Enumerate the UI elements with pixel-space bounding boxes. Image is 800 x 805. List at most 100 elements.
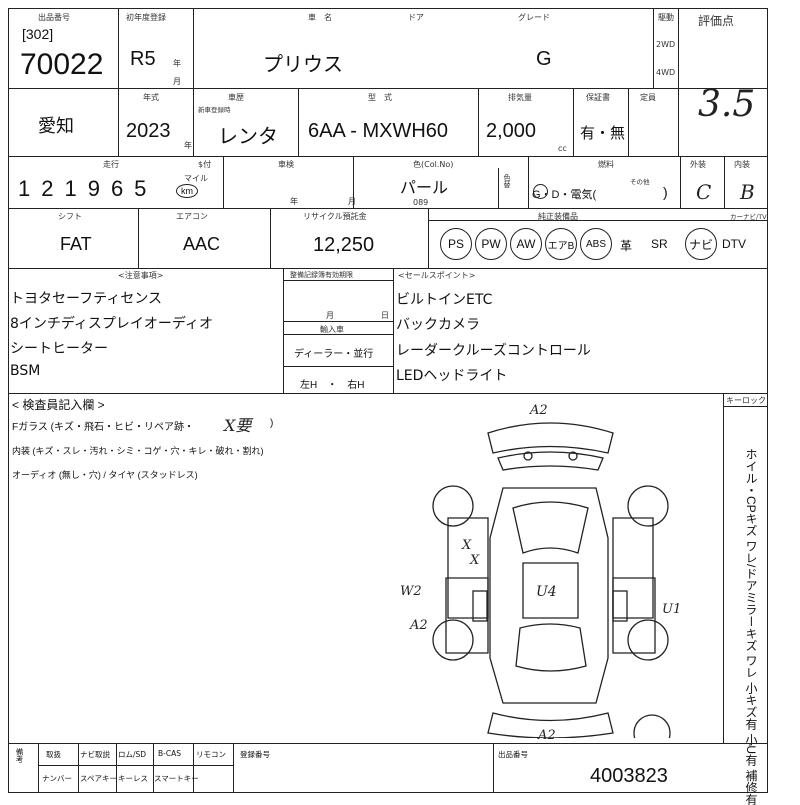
interior-label: 内装 [734, 160, 750, 169]
hood-front [497, 451, 604, 471]
equipment-label: 純正装備品 [538, 212, 578, 221]
smart-key-label: スマートキー [154, 774, 199, 783]
divider [8, 208, 768, 209]
nav-tv-label: カーナビ/TV [730, 213, 767, 221]
list-item: 8インチディスプレイオーディオ [10, 316, 213, 332]
equipment-item: ABS [580, 228, 612, 260]
divider [283, 321, 393, 322]
body-outline [489, 487, 609, 704]
divider [193, 743, 194, 793]
glass-notes: Fガラス (キズ・飛石・ヒビ・リペア跡・ [12, 422, 195, 433]
divider [428, 220, 768, 221]
warranty-label: 保証書 [586, 93, 610, 102]
model-code: 6AA - MXWH60 [308, 120, 449, 142]
divider [38, 765, 233, 766]
fuel-close: ) [663, 184, 668, 200]
divider [573, 88, 574, 156]
left-mirror [472, 590, 488, 622]
displacement-label: 排気量 [508, 93, 532, 102]
drive-label: 駆動 [658, 13, 674, 22]
left-front-door [447, 517, 489, 619]
right-rear-door [612, 577, 656, 654]
reg-number-label: 登録番号 [240, 750, 270, 759]
color-change-label: 色替 [503, 174, 511, 188]
damage-mark-u4: U4 [536, 584, 557, 600]
exterior-label: 外装 [690, 160, 706, 169]
exterior-grade: C [696, 180, 712, 204]
list-item: レーダークルーズコントロール [396, 343, 591, 359]
score-label: 評価点 [698, 14, 735, 28]
divider [8, 88, 768, 89]
model-label: 型 式 [368, 93, 392, 102]
fuel-label: 燃料 [598, 160, 614, 169]
list-item: トヨタセーフティセンス [10, 291, 163, 307]
equipment-item: PS [440, 228, 472, 260]
divider [723, 406, 768, 407]
grade: G [536, 48, 552, 70]
meter-label: $付 [198, 160, 212, 169]
damage-mark-u1: U1 [662, 602, 682, 617]
divider [653, 8, 654, 88]
mileage-label: 走行 [103, 160, 119, 169]
damage-mark-front: A2 [530, 403, 548, 418]
equipment-item: SR [651, 237, 668, 251]
divider [680, 156, 681, 208]
color-label: 色(Col.No) [413, 160, 454, 169]
year-unit: 年 [184, 141, 192, 150]
month-unit: 月 [326, 311, 334, 320]
caution-label: <注意事項> [118, 271, 164, 280]
list-item: LEDヘッドライト [396, 368, 508, 384]
spare-tire [633, 714, 671, 738]
divider [193, 8, 194, 88]
divider [723, 393, 724, 743]
divider [153, 743, 154, 793]
month-unit: 月 [348, 197, 356, 206]
damage-mark-w2: W2 [400, 584, 422, 599]
drive-2wd: 2WD [656, 40, 676, 49]
divider [8, 156, 768, 157]
windshield [512, 501, 589, 554]
glass-mark: X要 [224, 416, 252, 435]
score: 3.5 [698, 84, 756, 125]
usage-label: 車歴 [228, 93, 244, 102]
left-rear-door [445, 577, 489, 654]
car-name: プリウス [263, 54, 343, 76]
bcas-label: B-CAS [158, 749, 181, 758]
glass-notes-end: ) [270, 418, 274, 429]
lot-label: 出品番号 [38, 13, 70, 22]
sales-label: <セールスポイント> [398, 271, 476, 280]
lot-number-label: 出品番号 [498, 750, 528, 759]
wheel-mirror-notes: ホイル・CPキズ ワレ/ドアミラーキズ ワレ 小キズ有 小U有 補修有 [744, 448, 758, 805]
divider [78, 743, 79, 793]
equipment-item: DTV [722, 237, 746, 251]
equipment-item: PW [475, 228, 507, 260]
wheel-rear-left [432, 619, 474, 661]
right-front-door [612, 517, 654, 619]
divider [353, 156, 354, 208]
day-unit: 日 [381, 311, 389, 320]
damage-mark-a2-left: A2 [410, 618, 428, 633]
usage-sub: 新車登録時 [198, 106, 231, 114]
ac-label: エアコン [176, 212, 208, 221]
import-label: 輸入車 [320, 325, 344, 334]
car-name-label: 車 名 [308, 13, 332, 22]
car-damage-diagram [432, 422, 671, 738]
lot-sub: [302] [22, 26, 54, 42]
rear-bumper [487, 712, 614, 738]
divider [283, 334, 393, 335]
inspection-label: 車検 [278, 160, 294, 169]
shift: FAT [60, 234, 92, 254]
fuel-other: その他 [630, 178, 650, 186]
rear-window [515, 623, 587, 672]
mile-unit: マイル [184, 174, 208, 183]
divider [628, 88, 629, 156]
equipment-item: ナビ [685, 228, 717, 260]
fuel-options: G・D・電気( [532, 189, 597, 201]
drive-4wd: 4WD [656, 68, 676, 77]
lot-number: 70022 [20, 48, 104, 81]
audio-tire-notes: オーディオ (無し・穴) / タイヤ (スタッドレス) [12, 470, 198, 480]
list-item: バックカメラ [396, 317, 480, 333]
mileage: 121965 [18, 176, 158, 201]
year-label: 年式 [143, 93, 159, 102]
divider [8, 393, 768, 394]
